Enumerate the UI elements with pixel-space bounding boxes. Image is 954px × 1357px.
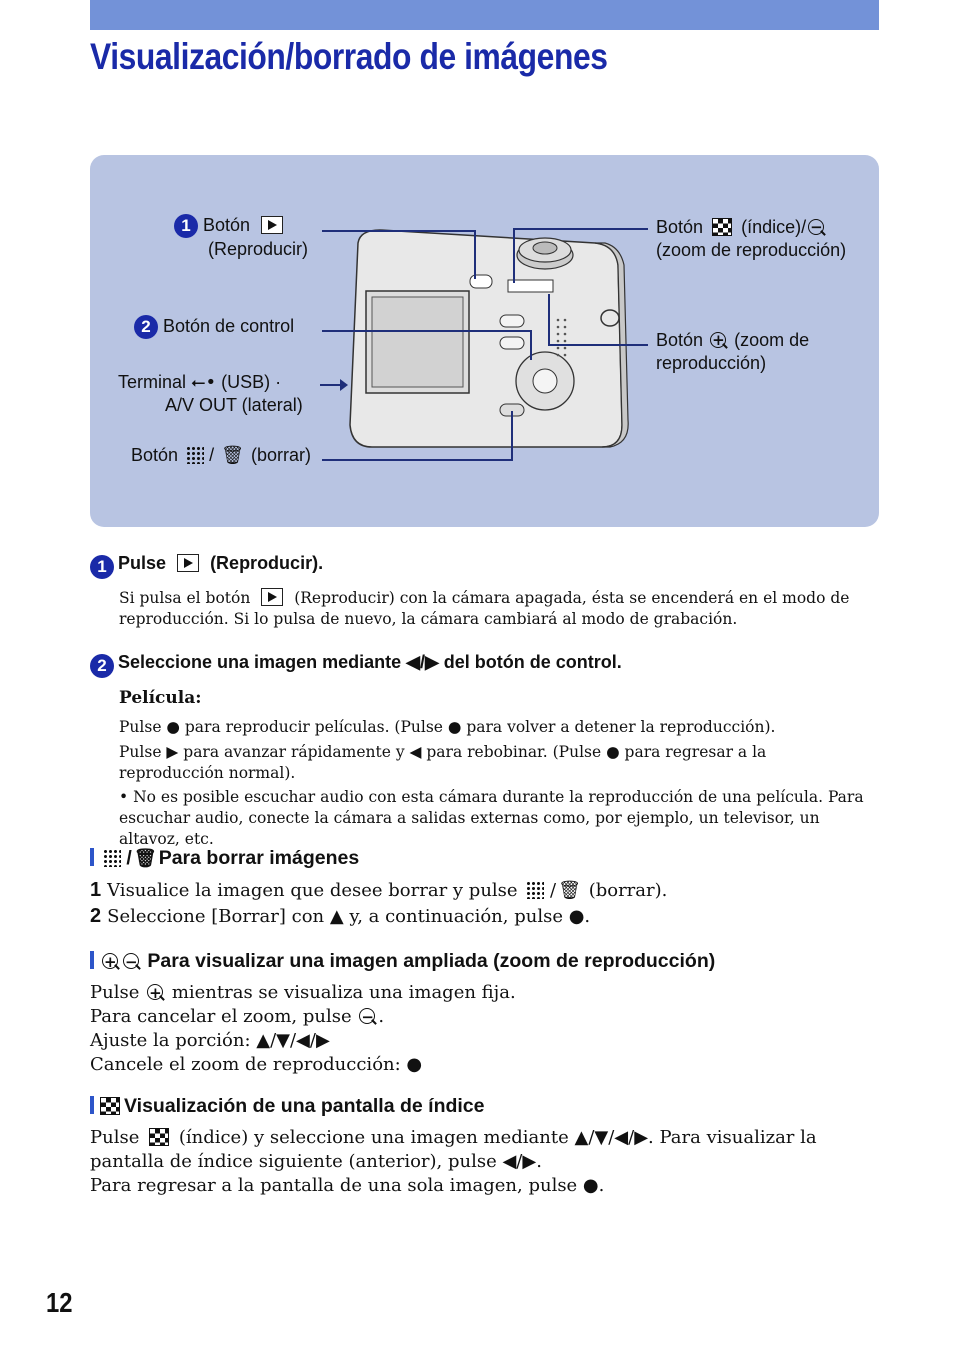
zoom-line-1: Pulse mientras se visualiza una imagen f… bbox=[90, 981, 880, 1005]
index-icon bbox=[100, 1097, 120, 1115]
usb-icon: ⭠• bbox=[191, 372, 217, 393]
zoom-in-icon bbox=[102, 950, 118, 974]
camera-illustration bbox=[320, 228, 648, 461]
delete-section-heading: /🗑Para borrar imágenes bbox=[90, 846, 359, 870]
index-line-1: Pulse (índice) y seleccione una imagen m… bbox=[90, 1127, 817, 1172]
zoom-section-heading: Para visualizar una imagen ampliada (zoo… bbox=[90, 949, 715, 974]
trash-icon: 🗑 bbox=[558, 880, 581, 901]
zoom-button-label: Botón (zoom de reproducción) bbox=[656, 329, 809, 375]
play-icon bbox=[261, 216, 284, 234]
index-line-2: Para regresar a la pantalla de una sola … bbox=[90, 1175, 605, 1196]
zoom-line-3: Ajuste la porción: ▲/▼/◀/▶ bbox=[90, 1030, 330, 1051]
trash-icon: 🗑 bbox=[133, 848, 157, 868]
play-icon bbox=[177, 554, 200, 572]
section-marker bbox=[90, 848, 94, 866]
play-button-label: 1 Botón (Reproducir) bbox=[174, 214, 308, 261]
grid-icon bbox=[186, 446, 205, 464]
section-marker bbox=[90, 951, 94, 969]
control-button-label: 2 Botón de control bbox=[134, 315, 294, 339]
section-marker bbox=[90, 1096, 94, 1114]
movie-p1: Pulse ● para reproducir películas. (Puls… bbox=[119, 718, 776, 736]
zoom-out-icon bbox=[359, 1005, 376, 1029]
index-icon bbox=[149, 1128, 170, 1146]
movie-p2: Pulse ▶ para avanzar rápidamente y ◀ par… bbox=[119, 743, 767, 782]
play-icon bbox=[261, 588, 284, 606]
header-bar bbox=[90, 0, 879, 30]
zoom-line-4: Cancele el zoom de reproducción: ● bbox=[90, 1054, 423, 1075]
grid-icon bbox=[526, 881, 545, 899]
step-number-2: 2 bbox=[90, 654, 114, 678]
zoom-in-icon bbox=[710, 329, 727, 352]
callout-number-2: 2 bbox=[134, 315, 158, 339]
movie-title: Película: bbox=[119, 688, 202, 708]
index-button-label: Botón (índice)/ (zoom de reproducción) bbox=[656, 216, 846, 262]
movie-note: • No es posible escuchar audio con esta … bbox=[119, 788, 864, 848]
page-title: Visualización/borrado de imágenes bbox=[90, 36, 608, 77]
zoom-line-2: Para cancelar el zoom, pulse . bbox=[90, 1005, 880, 1029]
delete-button-label: Botón / 🗑 (borrar) bbox=[131, 445, 311, 465]
trash-icon: 🗑 bbox=[221, 445, 244, 465]
step-number-1: 1 bbox=[90, 555, 114, 579]
zoom-in-icon bbox=[147, 981, 164, 1005]
page-number: 12 bbox=[46, 1287, 73, 1318]
index-section-heading: Visualización de una pantalla de índice bbox=[90, 1094, 485, 1118]
terminal-label: Terminal ⭠• (USB) · A/V OUT (lateral) bbox=[118, 372, 303, 415]
camera-figure: 1 Botón (Reproducir) 2 Botón de control … bbox=[90, 155, 879, 527]
index-icon bbox=[712, 218, 733, 236]
callout-number-1: 1 bbox=[174, 214, 198, 238]
zoom-out-icon bbox=[123, 950, 139, 974]
zoom-out-icon bbox=[808, 216, 825, 239]
step1-body: Si pulsa el botón (Reproducir) con la cá… bbox=[119, 588, 850, 628]
grid-icon bbox=[103, 849, 121, 867]
